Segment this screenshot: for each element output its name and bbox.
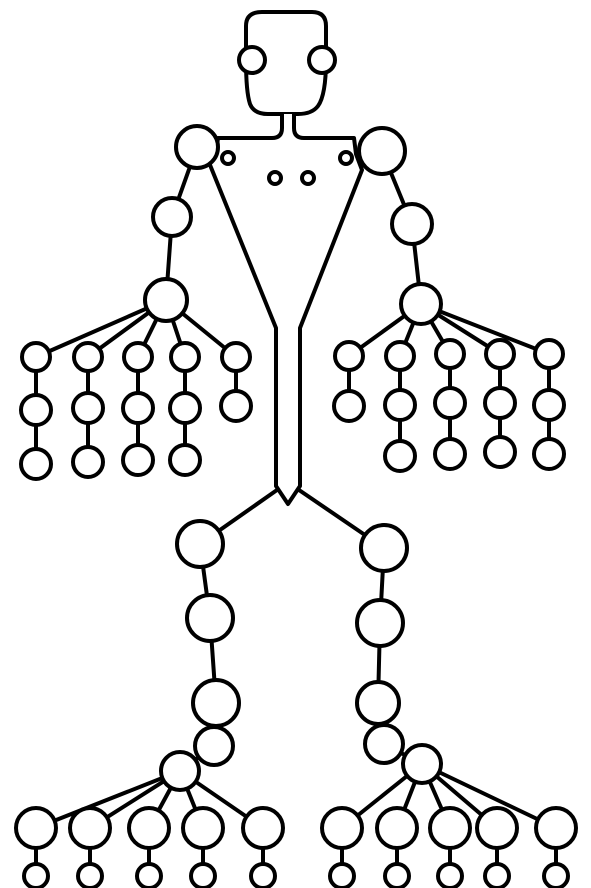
- right-finger-joint: [434, 338, 466, 370]
- right-elbow-joint: [390, 202, 434, 246]
- head: [237, 10, 337, 116]
- left-wrist-joint: [143, 277, 189, 323]
- torso: [206, 114, 364, 506]
- right-heel-joint: [363, 723, 405, 765]
- right-knee-joint: [355, 598, 405, 648]
- right-arm: [332, 126, 566, 473]
- right-finger-joint: [532, 437, 566, 471]
- right-finger-bone: [419, 302, 551, 356]
- neck-and-torso-outline: [206, 114, 364, 506]
- chest-dot-4: [338, 150, 354, 166]
- chest-dot-2: [267, 170, 283, 186]
- right-shoulder-joint: [357, 126, 407, 176]
- right-finger-joint: [433, 386, 467, 420]
- left-finger-joint: [121, 443, 155, 477]
- right-wrist-joint: [399, 282, 443, 326]
- left-knee-joint: [185, 593, 235, 643]
- left-toe-joint: [241, 806, 285, 850]
- right-toe-joint: [320, 806, 364, 850]
- left-hip-joint: [175, 519, 225, 569]
- left-elbow-joint: [151, 196, 193, 238]
- left-finger-bone: [34, 298, 168, 359]
- right-finger-joint: [383, 388, 417, 422]
- left-finger-joint: [220, 341, 252, 373]
- left-finger-joint: [168, 391, 202, 425]
- right-toe-joint: [428, 806, 472, 850]
- right-finger-joint: [483, 435, 517, 469]
- right-finger-joint: [532, 388, 566, 422]
- left-toe-joint: [135, 862, 163, 888]
- right-finger-joint: [383, 439, 417, 473]
- left-toe-joint: [76, 862, 104, 888]
- right-finger-joint: [433, 437, 467, 471]
- left-finger-joint: [71, 445, 105, 479]
- chest-dot-3: [300, 170, 316, 186]
- left-ear-joint: [237, 45, 267, 75]
- left-finger-joint: [20, 341, 52, 373]
- right-toe-joint: [383, 862, 411, 888]
- right-leg: [297, 488, 578, 888]
- left-toe-joint: [68, 806, 112, 850]
- left-toe-joint: [249, 862, 277, 888]
- right-toe-joint: [475, 806, 519, 850]
- right-toe-joint: [436, 862, 464, 888]
- left-toe-joint: [14, 806, 58, 850]
- left-toe-bone: [34, 769, 182, 830]
- right-foot-joint: [401, 743, 443, 785]
- left-toe-joint: [189, 862, 217, 888]
- right-finger-joint: [533, 338, 565, 370]
- left-toe-joint: [22, 862, 50, 888]
- right-toe-joint: [534, 806, 578, 850]
- left-shoulder-joint: [174, 124, 220, 170]
- left-finger-joint: [72, 341, 104, 373]
- left-arm: [19, 124, 253, 481]
- left-finger-joint: [71, 391, 105, 425]
- left-leg: [14, 488, 285, 888]
- left-toe-joint: [127, 806, 171, 850]
- right-toe-joint: [542, 862, 570, 888]
- right-finger-joint: [484, 338, 516, 370]
- right-finger-joint: [483, 386, 517, 420]
- right-toe-joint: [483, 862, 511, 888]
- right-toe-joint: [328, 862, 356, 888]
- right-ear-joint: [307, 45, 337, 75]
- right-toe-joint: [375, 806, 419, 850]
- left-finger-joint: [219, 389, 253, 423]
- left-finger-joint: [168, 443, 202, 477]
- chest-dot-1: [220, 150, 236, 166]
- left-finger-joint: [19, 447, 53, 481]
- right-finger-joint: [332, 389, 366, 423]
- left-toe-joint: [181, 806, 225, 850]
- left-heel-joint: [193, 725, 235, 767]
- right-finger-joint: [333, 340, 365, 372]
- left-ankle-joint: [191, 678, 241, 728]
- right-finger-joint: [384, 340, 416, 372]
- left-finger-joint: [19, 393, 53, 427]
- right-hip-joint: [359, 523, 409, 573]
- left-foot-joint: [159, 750, 201, 792]
- right-ankle-joint: [355, 680, 401, 726]
- left-finger-joint: [169, 341, 201, 373]
- left-finger-joint: [122, 341, 154, 373]
- left-finger-joint: [121, 391, 155, 425]
- right-toe-bone: [420, 762, 558, 830]
